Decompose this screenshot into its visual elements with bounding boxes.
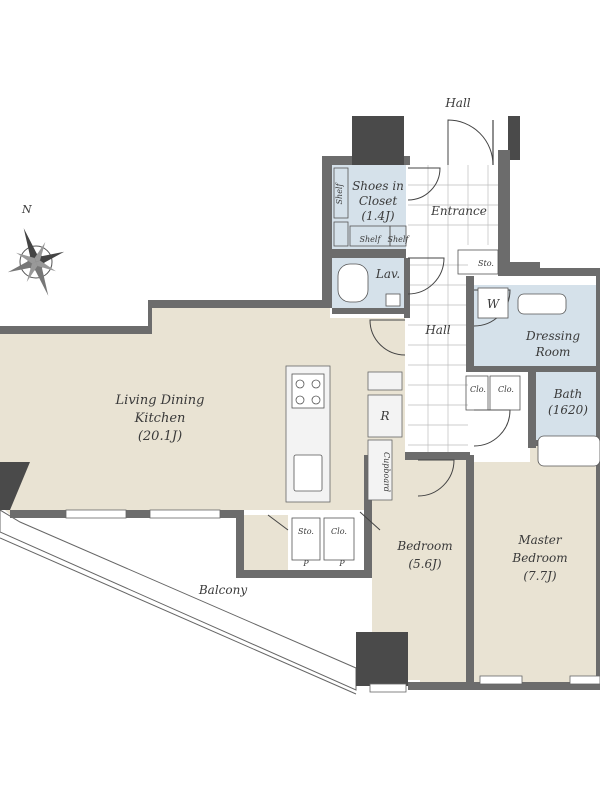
fixtures (285, 167, 600, 561)
shelf-label-2: Shelf (388, 235, 411, 244)
entrance-tiles (408, 165, 506, 245)
bath-floor (532, 367, 600, 445)
living-size-label: (20.1J) (138, 429, 182, 444)
hall-top-label: Hall (444, 96, 470, 110)
p-label-1: P (302, 559, 309, 568)
storage-bottom-label: Sto. (298, 527, 314, 536)
shoes-closet-label-2: Closet (359, 194, 398, 208)
compass-rose-icon (7, 228, 65, 296)
master-bedroom-label: Bedroom (511, 551, 567, 565)
shoes-closet-size-label: (1.4J) (361, 209, 395, 223)
closet-bottom-label: Clo. (331, 527, 347, 536)
bedroom-label: Bedroom (396, 539, 452, 553)
hall-tiles (408, 245, 468, 455)
closet-left-label: Clo. (470, 385, 486, 394)
sink-icon (293, 454, 323, 492)
dressing-label: Dressing (525, 329, 580, 343)
master-bedroom-floor (470, 440, 600, 682)
balcony-area (0, 509, 357, 695)
walls (0, 116, 600, 690)
refrigerator-label: R (379, 409, 389, 423)
washer-label: W (487, 297, 501, 311)
entrance-label: Entrance (430, 204, 487, 218)
living-kitchen-label: Kitchen (134, 411, 186, 426)
bedroom-floor (368, 455, 466, 688)
toilet-icon (337, 263, 369, 303)
bath-label: Bath (553, 387, 583, 401)
vanity-sink-icon (517, 293, 567, 315)
windows (65, 509, 600, 693)
lav-label: Lav. (375, 267, 400, 281)
balcony-label: Balcony (198, 583, 247, 597)
shelf-label-1: Shelf (360, 235, 383, 244)
storage-top-label: Sto. (478, 259, 494, 268)
bathtub-icon (537, 435, 600, 467)
master-label: Master (517, 533, 563, 547)
washer-icon (477, 287, 509, 319)
closet-right-label: Clo. (498, 385, 514, 394)
shelf-label-3: Shelf (335, 182, 344, 205)
hall-floor (408, 245, 468, 455)
hall-label: Hall (424, 323, 450, 337)
living-dining-label: Living Dining (115, 393, 205, 408)
master-size-label: (7.7J) (523, 569, 557, 583)
compass-north-label: N (21, 203, 32, 216)
bath-size-label: (1620) (548, 403, 588, 417)
dressing-room-label: Room (535, 345, 571, 359)
p-label-2: P (338, 559, 345, 568)
lav-sink-icon (385, 293, 401, 307)
shoes-closet-label-1: Shoes in (352, 179, 404, 193)
bedroom-size-label: (5.6J) (408, 557, 442, 571)
stove-icon (291, 373, 325, 409)
cupboard-label: Cupboard (382, 452, 391, 492)
shoes-closet-floor (332, 165, 406, 249)
